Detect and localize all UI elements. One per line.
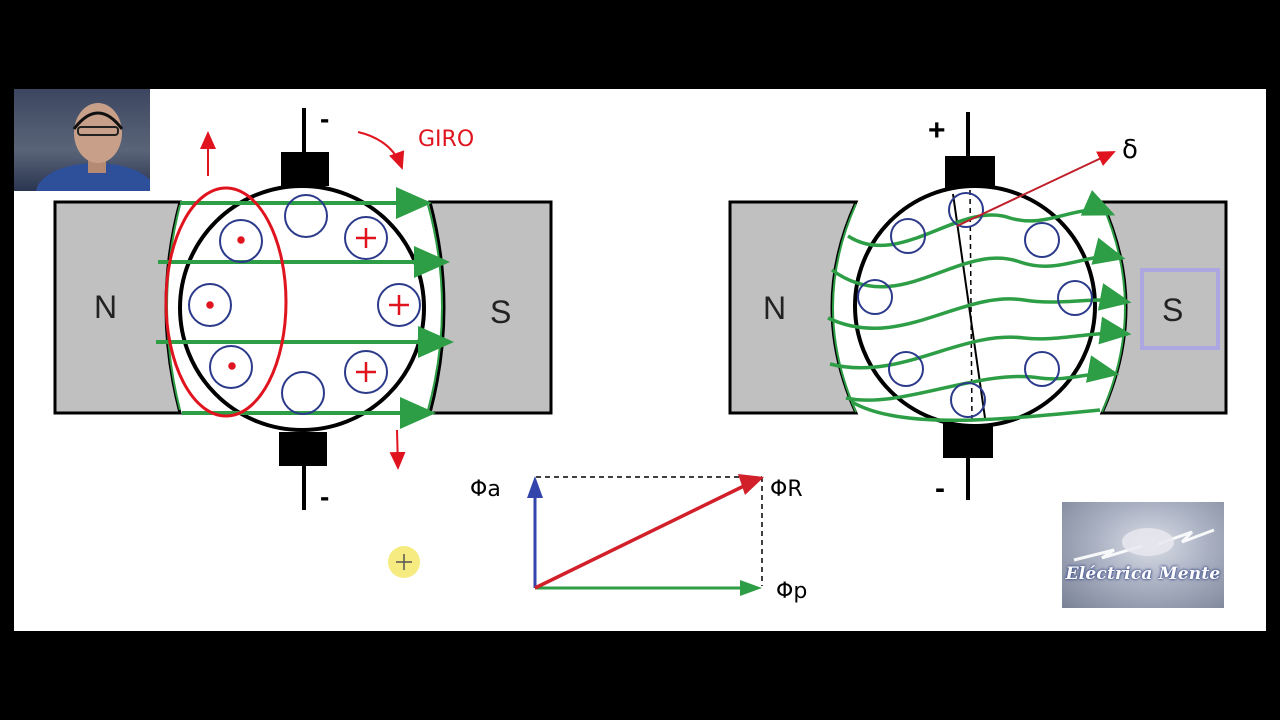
resultant-flux-label: ΦR	[770, 477, 803, 502]
right-air-gap-line	[832, 203, 857, 413]
left-top-brush	[281, 152, 329, 186]
right-air-gap-line	[1101, 203, 1126, 413]
logo-bolt-right	[1157, 528, 1215, 546]
left-bottom-brush	[279, 432, 327, 466]
conductor-dot	[188, 283, 232, 327]
left-annotation-ellipse	[164, 186, 288, 418]
conductor-empty	[284, 194, 328, 238]
conductor-cross	[344, 350, 388, 394]
logo-lightning-icon	[1073, 528, 1215, 562]
conductor-empty	[1024, 222, 1060, 258]
right-conductors	[857, 192, 1093, 418]
conductor-empty	[281, 371, 325, 415]
pole-flux-arrowhead	[740, 580, 762, 596]
right-top-terminal-label: +	[928, 114, 946, 147]
right-field-lines	[827, 189, 1132, 422]
south-highlight	[1140, 268, 1220, 350]
right-rotor	[853, 184, 1097, 428]
pole-flux-label: Φp	[776, 579, 807, 604]
left-rotor	[178, 184, 426, 432]
left-bottom-terminal-label: -	[320, 481, 329, 512]
right-field-line	[845, 355, 1120, 402]
conductor-empty	[1057, 280, 1093, 316]
armature-flux-arrowhead	[527, 476, 543, 498]
rotation-label: GIRO	[418, 127, 474, 152]
left-current-markers	[206, 228, 409, 382]
logo-text: Eléctrica Mente	[1065, 564, 1221, 584]
left-north-label: N	[94, 289, 117, 325]
resultant-flux-arrowhead	[738, 474, 764, 495]
presenter-glasses	[77, 126, 119, 136]
current-in-plus	[356, 228, 376, 248]
conductor-cross	[344, 216, 388, 260]
conductor-dot	[209, 345, 253, 389]
left-top-terminal-label: -	[320, 103, 329, 134]
channel-logo: Eléctrica Mente	[1062, 502, 1224, 608]
armature-flux-label: Φa	[470, 477, 501, 502]
conductor-dot	[219, 219, 263, 263]
right-north-pole	[728, 200, 859, 415]
presenter-shoulders	[36, 163, 150, 191]
left-north-pole	[53, 200, 182, 415]
conductor-cross	[948, 192, 984, 228]
pointer-crosshair	[396, 554, 412, 570]
conductor-empty	[1024, 351, 1060, 387]
conductor-cross	[377, 283, 421, 327]
right-field-line	[829, 316, 1132, 370]
right-field-line	[827, 283, 1132, 330]
right-motor: δ N S + -	[728, 112, 1228, 505]
delta-arrow	[956, 151, 1116, 227]
current-in-plus	[389, 295, 409, 315]
vector-diagram: Φa ΦR Φp	[470, 474, 807, 604]
resultant-flux-vector	[534, 482, 749, 590]
presenter-silhouette	[36, 103, 150, 191]
conductor-empty	[857, 279, 893, 315]
rotation-arrow	[357, 131, 405, 170]
right-south-label: S	[1162, 292, 1183, 328]
delta-label: δ	[1122, 135, 1138, 165]
left-south-label: S	[490, 294, 511, 330]
left-conductors	[188, 194, 421, 415]
left-air-gap-line	[427, 204, 443, 411]
pointer-cursor	[388, 546, 420, 578]
current-out-dot	[206, 301, 214, 309]
right-field-line	[847, 189, 1116, 248]
left-motor: N S - - GIRO	[53, 103, 553, 512]
conductor-empty	[890, 218, 926, 254]
right-north-label: N	[763, 290, 786, 326]
right-field-line	[851, 400, 1101, 422]
conductor-empty	[888, 351, 924, 387]
current-out-dot	[228, 362, 236, 370]
left-down-arrow	[389, 429, 406, 470]
presenter-headset	[72, 111, 124, 130]
logo-bolt-left	[1073, 544, 1143, 562]
webcam-overlay	[14, 89, 150, 191]
current-out-dot	[237, 236, 245, 244]
logo-hands	[1122, 528, 1174, 556]
current-in-plus	[356, 362, 376, 382]
right-bottom-terminal-label: -	[935, 472, 945, 505]
conductor-cross	[950, 382, 986, 418]
right-field-line	[830, 237, 1126, 289]
